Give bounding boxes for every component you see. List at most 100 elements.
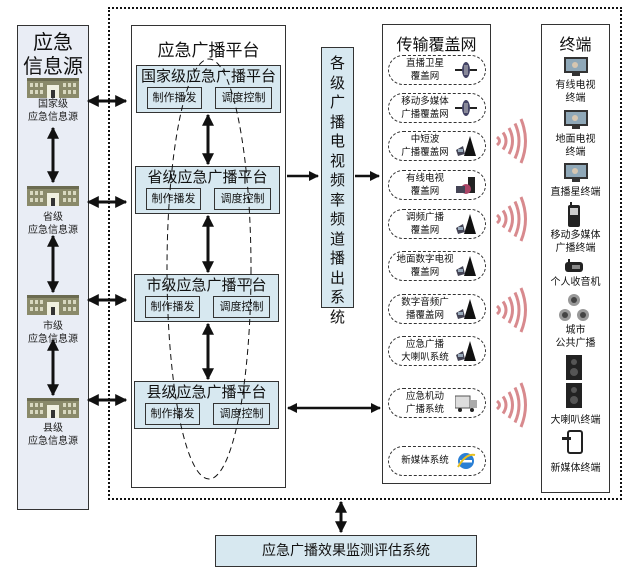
network-item-label: 有线电视覆盖网 — [395, 172, 455, 198]
radio-wave-icon — [495, 196, 527, 242]
network-item[interactable]: 应急广播大喇叭系统 — [388, 336, 486, 366]
dispatch-button[interactable]: 调度控制 — [213, 296, 270, 318]
terminal-label-line2: 广播终端 — [555, 243, 596, 254]
platform-national[interactable]: 国家级应急广播平台 制作播发 调度控制 — [136, 65, 281, 113]
terminal-mobile-multimedia[interactable]: 移动多媒体 广播终端 — [541, 229, 610, 255]
network-label-line1: 中短波 — [410, 134, 440, 145]
transmitter-tower-icon — [455, 214, 477, 234]
network-label-line2: 广播覆盖网 — [401, 147, 449, 158]
platform-title: 应急广播平台 — [157, 41, 260, 61]
source-label-line1: 省级 — [43, 212, 63, 223]
production-button[interactable]: 制作播发 — [145, 403, 200, 425]
radio-wave-icon — [495, 382, 527, 428]
production-button[interactable]: 制作播发 — [146, 188, 201, 210]
terminal-label-line1: 移动多媒体 — [550, 230, 601, 241]
source-label-line1: 国家级 — [38, 99, 68, 110]
network-label-line2: 大喇叭系统 — [401, 352, 449, 363]
wave-arc — [501, 209, 508, 229]
network-item[interactable]: 地面数字电视覆盖网 — [388, 251, 486, 281]
network-label-line2: 广播覆盖网 — [401, 109, 449, 120]
source-county-label: 县级 应急信息源 — [17, 422, 89, 448]
network-item[interactable]: 有线电视覆盖网 — [388, 170, 486, 200]
network-item[interactable]: 调频广播覆盖网 — [388, 209, 486, 239]
channel-label-char: 频 — [329, 210, 345, 228]
platform-hierarchy-ellipse — [166, 58, 252, 480]
source-provincial[interactable] — [27, 186, 79, 210]
platform-county-title: 县级应急广播平台 — [146, 383, 267, 401]
channel-label-char: 出 — [329, 268, 345, 287]
network-item[interactable]: 数字音频广播覆盖网 — [388, 294, 486, 324]
network-label-line2: 播覆盖网 — [405, 310, 444, 321]
platform-national-title: 国家级应急广播平台 — [140, 67, 276, 85]
network-label-line1: 应急机动 — [405, 391, 444, 402]
terminal-panel — [541, 24, 610, 493]
production-button[interactable]: 制作播发 — [147, 87, 202, 109]
wave-arc — [513, 386, 521, 424]
network-item-label: 应急机动广播系统 — [395, 390, 455, 416]
wave-arc — [495, 213, 501, 225]
network-label-line1: 新媒体系统 — [401, 455, 449, 466]
channel-label-char: 统 — [329, 307, 345, 326]
wave-arc — [507, 127, 514, 155]
channel-label-char: 电 — [329, 132, 345, 150]
source-municipal[interactable] — [27, 295, 79, 319]
network-title: 传输覆盖网 — [396, 35, 477, 54]
source-label-line2: 应急信息源 — [28, 436, 78, 447]
monitoring-evaluation-system[interactable]: 应急广播效果监测评估系统 — [215, 535, 477, 567]
broadcast-truck-icon — [454, 393, 477, 413]
wave-arc — [513, 291, 521, 329]
network-item-label: 应急广播大喇叭系统 — [395, 338, 455, 364]
channel-playout-label: 各级广播电视频率频道播出系统 — [322, 54, 353, 327]
platform-provincial[interactable]: 省级应急广播平台 制作播发 调度控制 — [135, 166, 280, 214]
wave-arc — [519, 196, 527, 242]
channel-label-char: 播 — [329, 249, 345, 267]
satellite-icon — [455, 98, 477, 118]
network-item-label: 数字音频广播覆盖网 — [395, 296, 455, 322]
tablet-icon — [562, 430, 583, 454]
production-button[interactable]: 制作播发 — [145, 296, 200, 318]
terminal-dbs[interactable]: 直播星终端 — [541, 186, 610, 199]
network-label-line2: 覆盖网 — [410, 267, 440, 278]
network-item[interactable]: 中短波广播覆盖网 — [388, 131, 486, 161]
terminal-label-line2: 终端 — [565, 147, 586, 158]
system-boundary — [108, 7, 622, 500]
wave-arc — [507, 205, 514, 233]
transmitter-tower-icon — [455, 256, 477, 276]
tv-monitor-icon — [564, 57, 588, 76]
terminal-loudspeaker[interactable]: 大喇叭终端 — [541, 414, 610, 427]
wave-arc — [495, 399, 501, 411]
government-building-icon — [27, 78, 79, 98]
network-item-label: 调频广播覆盖网 — [395, 211, 455, 237]
terminal-new-media[interactable]: 新媒体终端 — [541, 462, 610, 475]
terminal-terrestrial-tv[interactable]: 地面电视 终端 — [541, 133, 610, 159]
source-county[interactable] — [27, 398, 79, 422]
network-label-line1: 移动多媒体 — [401, 96, 449, 107]
network-item[interactable]: 直播卫星覆盖网 — [388, 55, 486, 85]
cable-network-icon — [455, 175, 477, 195]
source-national[interactable] — [27, 78, 79, 102]
platform-county[interactable]: 县级应急广播平台 制作播发 调度控制 — [134, 381, 279, 429]
dispatch-button[interactable]: 调度控制 — [215, 87, 272, 109]
transmitter-tower-icon — [455, 136, 477, 156]
satellite-icon — [455, 60, 477, 80]
channel-label-char: 级 — [329, 73, 345, 92]
network-item[interactable]: 应急机动广播系统 — [388, 388, 486, 418]
network-item-label: 直播卫星覆盖网 — [395, 57, 455, 83]
terminal-cable-tv[interactable]: 有线电视 终端 — [541, 79, 610, 105]
platform-municipal[interactable]: 市级应急广播平台 制作播发 调度控制 — [134, 274, 279, 322]
terminal-personal-radio[interactable]: 个人收音机 — [541, 276, 610, 289]
channel-playout-system[interactable]: 各级广播电视频率频道播出系统 — [321, 47, 354, 326]
terminal-label-line1: 城市 — [565, 325, 586, 336]
wave-arc — [513, 200, 521, 238]
wave-arc — [519, 382, 527, 428]
radio-waves-layer — [495, 118, 527, 428]
dispatch-button[interactable]: 调度控制 — [214, 188, 271, 210]
network-label-line2: 覆盖网 — [410, 225, 440, 236]
network-item[interactable]: 新媒体系统 — [388, 446, 486, 476]
sources-panel — [17, 25, 89, 510]
terminal-public-broadcast[interactable]: 城市 公共广播 — [541, 324, 610, 350]
channel-label-char: 道 — [329, 229, 345, 248]
network-item[interactable]: 移动多媒体广播覆盖网 — [388, 93, 486, 123]
transmitter-tower-icon — [455, 341, 477, 361]
wave-arc — [513, 122, 521, 160]
